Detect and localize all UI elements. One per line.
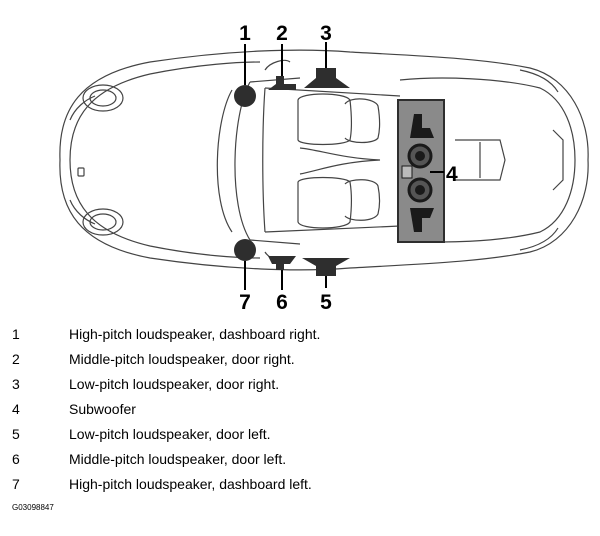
legend-number: 7 [12, 476, 20, 492]
legend-number: 6 [12, 451, 20, 467]
callout-1: 1 [239, 22, 251, 45]
midrange-left-speaker [268, 256, 296, 270]
legend-text: Low-pitch loudspeaker, door left. [69, 426, 271, 442]
legend-number: 3 [12, 376, 20, 392]
legend-item: 3 Low-pitch loudspeaker, door right. [0, 376, 600, 396]
callout-5: 5 [320, 291, 332, 314]
legend-number: 2 [12, 351, 20, 367]
legend-text: Low-pitch loudspeaker, door right. [69, 376, 280, 392]
legend-item: 5 Low-pitch loudspeaker, door left. [0, 426, 600, 446]
legend-item: 2 Middle-pitch loudspeaker, door right. [0, 351, 600, 371]
legend-text: High-pitch loudspeaker, dashboard right. [69, 326, 321, 342]
legend-text: Subwoofer [69, 401, 136, 417]
leader-lines [244, 42, 444, 290]
legend-item: 6 Middle-pitch loudspeaker, door left. [0, 451, 600, 471]
legend-item: 4 Subwoofer [0, 401, 600, 421]
tweeter-right-speaker [234, 85, 256, 107]
callout-2: 2 [276, 22, 288, 45]
legend-text: Middle-pitch loudspeaker, door left. [69, 451, 287, 467]
legend-text: Middle-pitch loudspeaker, door right. [69, 351, 295, 367]
tweeter-left-speaker [234, 239, 256, 261]
midrange-right-speaker [268, 76, 296, 90]
legend-number: 4 [12, 401, 20, 417]
car-speaker-diagram: 1 2 3 4 5 6 7 [59, 22, 589, 314]
speaker-marks [234, 68, 445, 276]
woofer-right-speaker [304, 68, 350, 88]
callout-7: 7 [239, 291, 251, 314]
legend-text: High-pitch loudspeaker, dashboard left. [69, 476, 312, 492]
callout-6: 6 [276, 291, 288, 314]
legend-item: 7 High-pitch loudspeaker, dashboard left… [0, 476, 600, 496]
woofer-left-speaker [302, 258, 350, 276]
figure-code: G03098847 [12, 503, 54, 512]
subwoofer-box [397, 99, 445, 243]
legend-item: 1 High-pitch loudspeaker, dashboard righ… [0, 326, 600, 346]
legend-number: 1 [12, 326, 20, 342]
callout-4: 4 [446, 163, 458, 186]
legend-number: 5 [12, 426, 20, 442]
callout-3: 3 [320, 22, 332, 45]
